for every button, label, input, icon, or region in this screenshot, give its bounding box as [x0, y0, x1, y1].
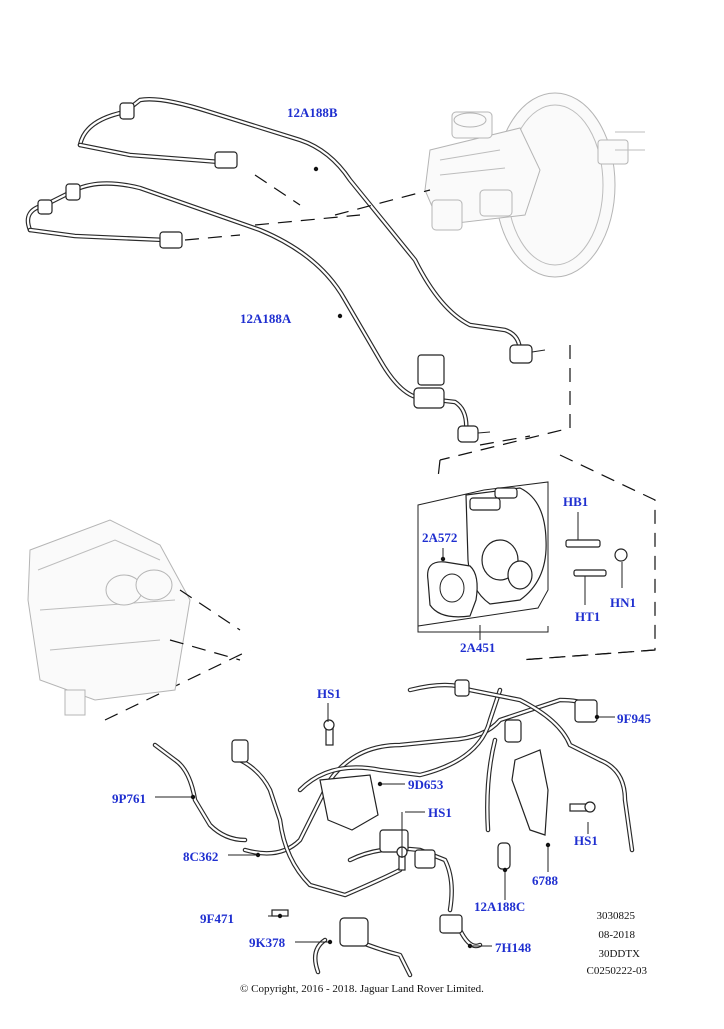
brake-pipes: [25, 96, 546, 443]
label-2a451: 2A451: [460, 640, 496, 655]
label-6788: 6788: [532, 873, 558, 888]
label-ht1: HT1: [575, 609, 601, 624]
label-8c362: 8C362: [183, 849, 219, 864]
code-figure: 3030825: [596, 910, 636, 922]
label-hn1: HN1: [610, 595, 636, 610]
label-2a572: 2A572: [422, 530, 458, 545]
label-hs1-right: HS1: [574, 833, 598, 848]
label-9p761: 9P761: [112, 791, 146, 806]
label-9f945: 9F945: [617, 711, 651, 726]
label-9d653: 9D653: [408, 777, 444, 792]
copyright-notice: © Copyright, 2016 - 2018. Jaguar Land Ro…: [240, 983, 484, 995]
label-hb1: HB1: [563, 494, 589, 509]
code-date: 08-2018: [598, 929, 635, 941]
label-9f471: 9F471: [200, 911, 234, 926]
code-model: 30DDTX: [598, 948, 640, 960]
label-hs1-mid: HS1: [428, 805, 452, 820]
brake-booster-icon: [424, 92, 645, 278]
vacuum-pump-icon: [427, 487, 628, 618]
engine-cover-icon: [27, 519, 241, 716]
wiring-harness-icon: [152, 679, 635, 978]
label-9k378: 9K378: [249, 935, 286, 950]
code-reference: C0250222-03: [586, 965, 648, 977]
label-12a188c: 12A188C: [474, 899, 526, 914]
label-7h148: 7H148: [495, 940, 532, 955]
label-12a188a: 12A188A: [240, 311, 292, 326]
label-12a188b: 12A188B: [287, 105, 338, 120]
label-hs1-top: HS1: [317, 686, 341, 701]
